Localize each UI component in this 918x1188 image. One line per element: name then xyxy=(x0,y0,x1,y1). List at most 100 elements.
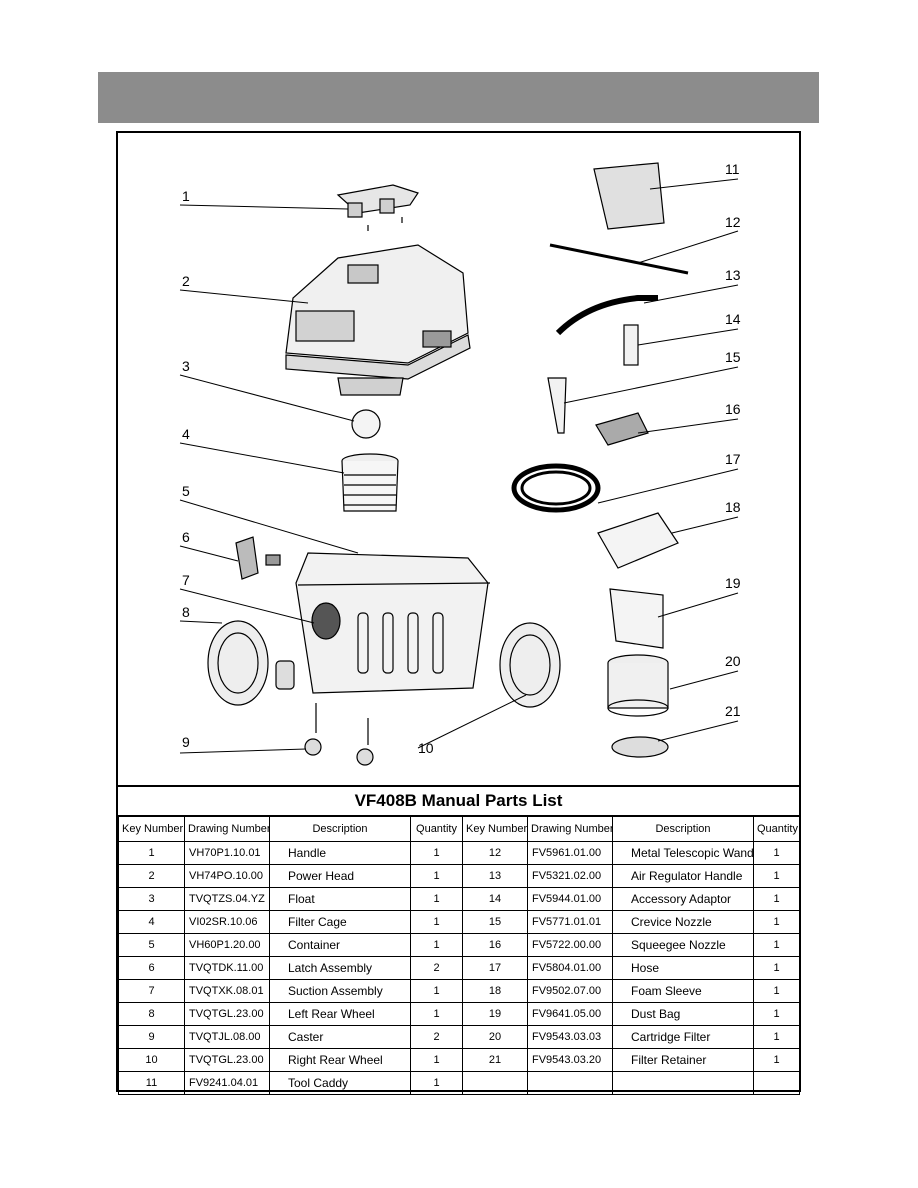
description-cell xyxy=(612,1071,754,1095)
description-cell: Hose xyxy=(612,956,754,980)
parts-list-title: VF408B Manual Parts List xyxy=(118,785,799,816)
drawing-number-cell: VH70P1.10.01 xyxy=(184,841,270,865)
foam-sleeve-part xyxy=(597,512,679,569)
description-cell: Crevice Nozzle xyxy=(612,910,754,934)
drawing-number-cell: FV5944.01.00 xyxy=(527,887,613,911)
key-number-cell: 10 xyxy=(118,1048,185,1072)
key-number-cell: 8 xyxy=(118,1002,185,1026)
handle-part xyxy=(336,184,419,231)
drawing-number-cell: TVQTZS.04.YZ xyxy=(184,887,270,911)
key-number-cell: 6 xyxy=(118,956,185,980)
description-cell: Latch Assembly xyxy=(269,956,411,980)
drawing-number-cell: TVQTDK.11.00 xyxy=(184,956,270,980)
drawing-number-cell: FV5321.02.00 xyxy=(527,864,613,888)
adaptor-part xyxy=(623,324,639,366)
drawing-number-cell: TVQTGL.23.00 xyxy=(184,1002,270,1026)
drawing-number-cell: VH74PO.10.00 xyxy=(184,864,270,888)
key-number-cell: 17 xyxy=(462,956,528,980)
callout-2: 2 xyxy=(182,273,190,289)
drawing-number-cell: TVQTGL.23.00 xyxy=(184,1048,270,1072)
callout-10: 10 xyxy=(418,740,434,756)
callout-4: 4 xyxy=(182,426,190,442)
quantity-cell: 1 xyxy=(753,1002,800,1026)
latch-part xyxy=(235,536,281,580)
callout-6: 6 xyxy=(182,529,190,545)
key-number-cell: 3 xyxy=(118,887,185,911)
quantity-cell: 1 xyxy=(410,1002,463,1026)
callout-5: 5 xyxy=(182,483,190,499)
drawing-number-cell: FV5804.01.00 xyxy=(527,956,613,980)
description-cell: Right Rear Wheel xyxy=(269,1048,411,1072)
callout-8: 8 xyxy=(182,604,190,620)
callout-15: 15 xyxy=(725,349,741,365)
description-cell: Air Regulator Handle xyxy=(612,864,754,888)
callout-19: 19 xyxy=(725,575,741,591)
drawing-number-cell: FV5961.01.00 xyxy=(527,841,613,865)
key-number-cell: 13 xyxy=(462,864,528,888)
key-number-cell xyxy=(462,1071,528,1095)
quantity-cell: 1 xyxy=(410,910,463,934)
drawing-number-cell: VH60P1.20.00 xyxy=(184,933,270,957)
drawing-number-cell: TVQTXK.08.01 xyxy=(184,979,270,1003)
parts-table: Key Number Drawing Number Description Qu… xyxy=(118,816,800,1095)
description-cell: Container xyxy=(269,933,411,957)
callout-16: 16 xyxy=(725,401,741,417)
description-cell: Handle xyxy=(269,841,411,865)
power-head-part xyxy=(285,244,471,396)
key-number-cell: 2 xyxy=(118,864,185,888)
drawing-number-cell: FV5771.01.01 xyxy=(527,910,613,934)
quantity-cell: 2 xyxy=(410,1025,463,1049)
header-description: Description xyxy=(269,816,411,842)
description-cell: Metal Telescopic Wand xyxy=(612,841,754,865)
header-bar xyxy=(98,72,819,123)
float-part xyxy=(351,409,381,439)
description-cell: Left Rear Wheel xyxy=(269,1002,411,1026)
description-cell: Suction Assembly xyxy=(269,979,411,1003)
key-number-cell: 11 xyxy=(118,1071,185,1095)
quantity-cell: 1 xyxy=(753,933,800,957)
filter-retainer-part xyxy=(611,736,669,758)
description-cell: Filter Retainer xyxy=(612,1048,754,1072)
callout-20: 20 xyxy=(725,653,741,669)
quantity-cell: 1 xyxy=(410,1048,463,1072)
description-cell: Foam Sleeve xyxy=(612,979,754,1003)
callout-11: 11 xyxy=(725,161,740,177)
header-description-2: Description xyxy=(612,816,754,842)
drawing-number-cell: FV9543.03.20 xyxy=(527,1048,613,1072)
description-cell: Squeegee Nozzle xyxy=(612,933,754,957)
key-number-cell: 21 xyxy=(462,1048,528,1072)
callout-7: 7 xyxy=(182,572,190,588)
description-cell: Float xyxy=(269,887,411,911)
key-number-cell: 5 xyxy=(118,933,185,957)
key-number-cell: 14 xyxy=(462,887,528,911)
drawing-number-cell: FV9641.05.00 xyxy=(527,1002,613,1026)
quantity-cell: 1 xyxy=(753,979,800,1003)
description-cell: Caster xyxy=(269,1025,411,1049)
quantity-cell: 1 xyxy=(753,910,800,934)
caster-part xyxy=(304,703,374,766)
right-wheel-part xyxy=(499,622,561,708)
key-number-cell: 16 xyxy=(462,933,528,957)
quantity-cell: 1 xyxy=(410,979,463,1003)
callout-3: 3 xyxy=(182,358,190,374)
key-number-cell: 20 xyxy=(462,1025,528,1049)
quantity-cell: 1 xyxy=(410,841,463,865)
drawing-number-cell: FV9241.04.01 xyxy=(184,1071,270,1095)
description-cell: Accessory Adaptor xyxy=(612,887,754,911)
header-quantity-2: Quantity xyxy=(753,816,800,842)
quantity-cell: 2 xyxy=(410,956,463,980)
drawing-number-cell xyxy=(527,1071,613,1095)
dust-bag-part xyxy=(609,588,664,649)
description-cell: Cartridge Filter xyxy=(612,1025,754,1049)
exploded-diagram: 1 2 3 4 5 6 7 8 9 10 11 12 13 14 15 16 1… xyxy=(179,161,741,766)
callout-17: 17 xyxy=(725,451,741,467)
table-header-row: Key Number Drawing Number Description Qu… xyxy=(118,816,800,842)
left-wheel-part xyxy=(207,620,295,706)
header-key-number-2: Key Number xyxy=(462,816,528,842)
